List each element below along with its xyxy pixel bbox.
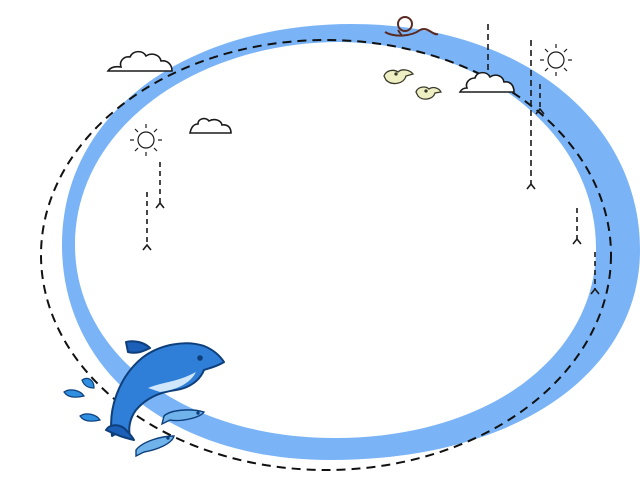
dashed-oval-outline: [40, 39, 612, 471]
cloud-icon: [106, 50, 173, 72]
cloud-icon: [458, 71, 515, 93]
swing-icon: [384, 16, 439, 37]
hanging-dashed-lines: [142, 24, 600, 295]
water-splash-icon: [63, 377, 101, 422]
fish-icon: [135, 435, 175, 458]
dolphin-icon: [105, 340, 225, 441]
sun-icon: [540, 44, 572, 76]
fish-icon: [160, 409, 206, 426]
cloud-icon: [189, 117, 232, 134]
bird-icon: [383, 69, 415, 85]
bird-icon: [415, 86, 442, 100]
sun-icon: [130, 124, 162, 156]
